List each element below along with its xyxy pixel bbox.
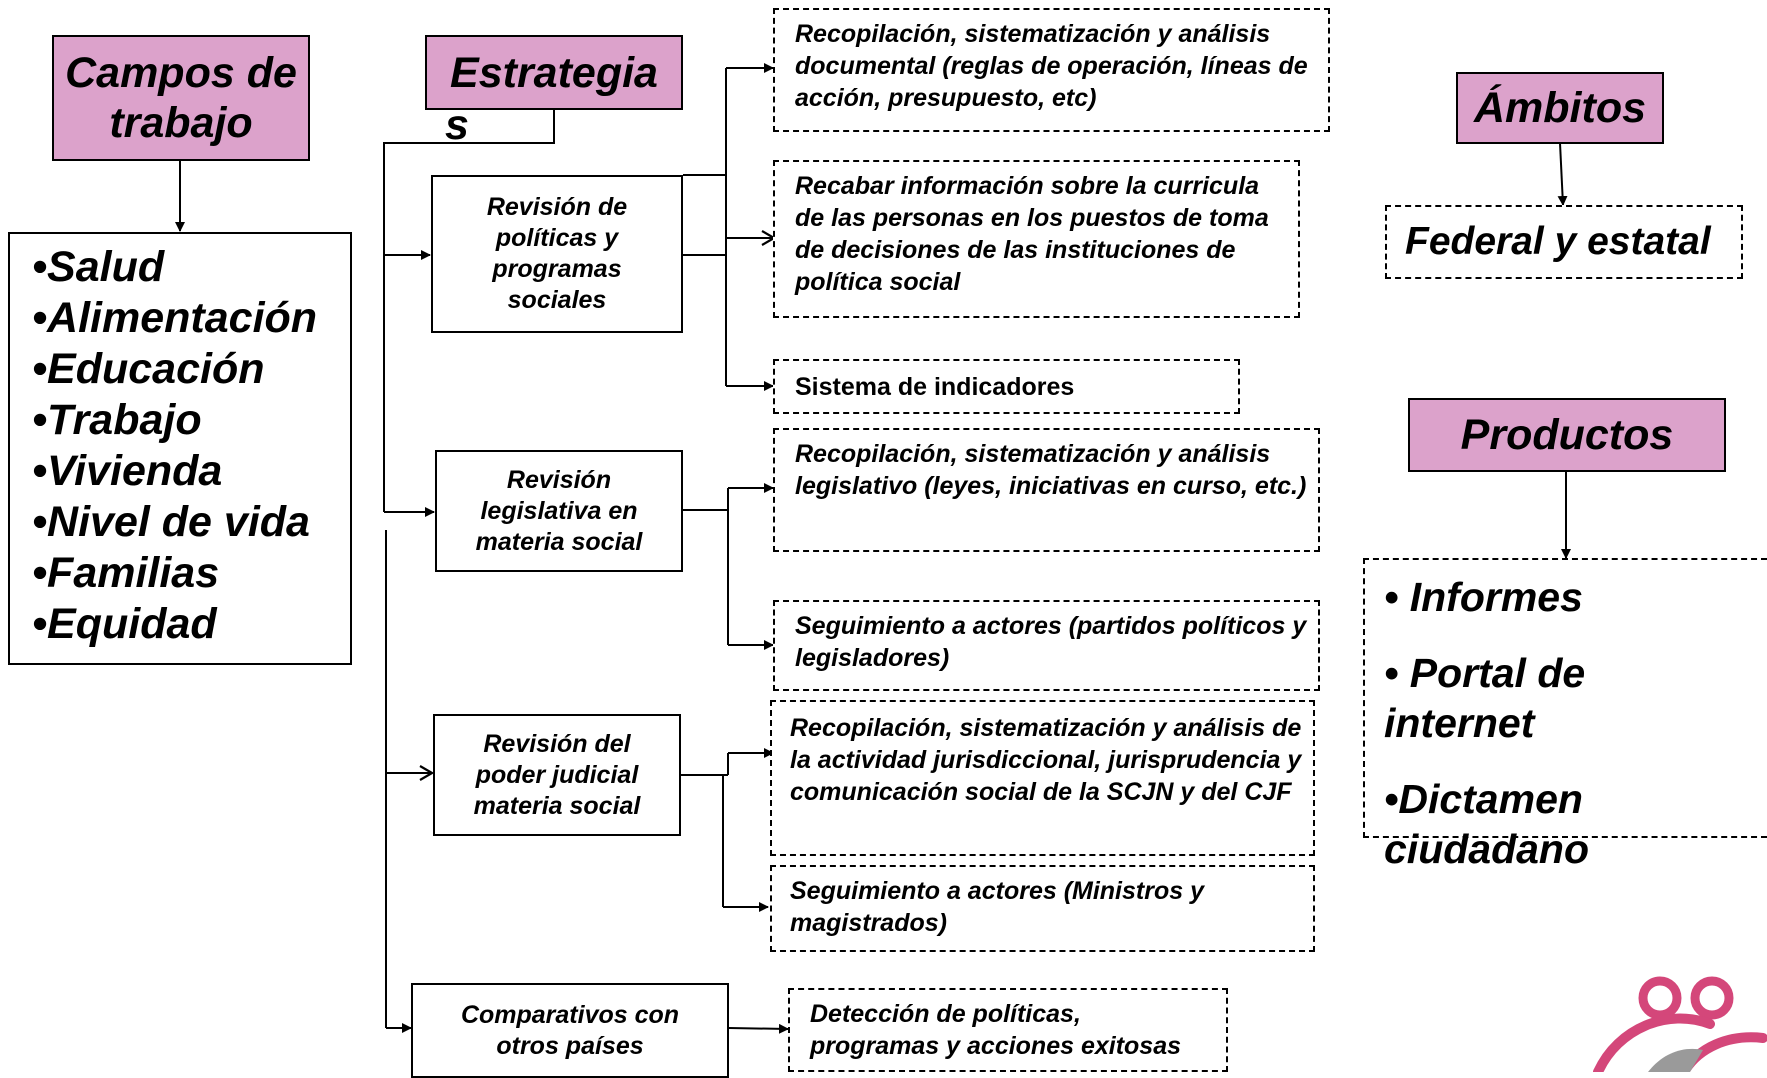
campo-item: •Trabajo (32, 396, 202, 444)
detail-box: Recabar información sobre la curricula d… (773, 160, 1300, 318)
strategy-box: Comparativos con otros países (411, 983, 729, 1078)
campos-header: Campos de trabajo (52, 35, 310, 161)
producto-item: • Portal de internet (1384, 650, 1586, 746)
producto-item: •Dictamen ciudadano (1384, 776, 1590, 872)
detail-text: Recopilación, sistematización y análisis… (795, 440, 1307, 500)
strategy-label: Revisión del poder judicial materia soci… (473, 729, 641, 820)
detail-text: Recopilación, sistematización y análisis… (790, 714, 1302, 806)
strategy-label: Comparativos con otros países (460, 1000, 680, 1060)
campos-title: Campos de trabajo (65, 49, 297, 147)
campo-item: •Nivel de vida (32, 498, 310, 546)
strategy-box: Revisión de políticas y programas social… (431, 175, 683, 333)
ambitos-value: Federal y estatal (1405, 220, 1711, 263)
detail-text: Detección de políticas, programas y acci… (810, 1000, 1182, 1060)
detail-text: Recabar información sobre la curricula d… (795, 172, 1269, 296)
strategy-box: Revisión del poder judicial materia soci… (433, 714, 681, 836)
strategy-box: Revisión legislativa en materia social (435, 450, 683, 572)
detail-box: Sistema de indicadores (773, 359, 1240, 414)
ambitos-value-box: Federal y estatal (1385, 205, 1743, 279)
productos-header: Productos (1408, 398, 1726, 472)
campos-list: •Salud •Alimentación •Educación •Trabajo… (32, 242, 350, 650)
estrategias-header: Estrategia (425, 35, 683, 110)
campo-item: •Educación (32, 345, 265, 393)
ambitos-header: Ámbitos (1456, 72, 1664, 144)
campo-item: •Alimentación (32, 294, 318, 342)
detail-text: Sistema de indicadores (795, 372, 1075, 401)
detail-box: Seguimiento a actores (Ministros y magis… (770, 865, 1315, 952)
estrategias-title: Estrategia (450, 48, 658, 97)
detail-box: Detección de políticas, programas y acci… (788, 988, 1228, 1072)
campo-item: •Salud (32, 243, 165, 291)
organization-logo (1593, 976, 1767, 1072)
campos-list-box: •Salud •Alimentación •Educación •Trabajo… (8, 232, 352, 665)
estrategias-title-overflow: s (445, 101, 469, 149)
campo-item: •Familias (32, 549, 220, 597)
producto-item: • Informes (1384, 574, 1583, 620)
detail-text: Seguimiento a actores (partidos político… (795, 612, 1307, 672)
strategy-label: Revisión de políticas y programas social… (486, 193, 628, 314)
detail-text: Seguimiento a actores (Ministros y magis… (790, 877, 1204, 937)
detail-box: Recopilación, sistematización y análisis… (770, 700, 1315, 856)
detail-text: Recopilación, sistematización y análisis… (795, 20, 1308, 112)
detail-box: Recopilación, sistematización y análisis… (773, 8, 1330, 132)
campo-item: •Vivienda (32, 447, 223, 495)
detail-box: Recopilación, sistematización y análisis… (773, 428, 1320, 552)
ambitos-title: Ámbitos (1474, 84, 1646, 132)
strategy-label: Revisión legislativa en materia social (475, 465, 643, 556)
campo-item: •Equidad (32, 600, 217, 648)
productos-list: • Informes • Portal de internet •Dictame… (1384, 572, 1684, 900)
productos-title: Productos (1460, 411, 1674, 459)
productos-list-box (1363, 558, 1767, 838)
detail-box: Seguimiento a actores (partidos político… (773, 600, 1320, 691)
